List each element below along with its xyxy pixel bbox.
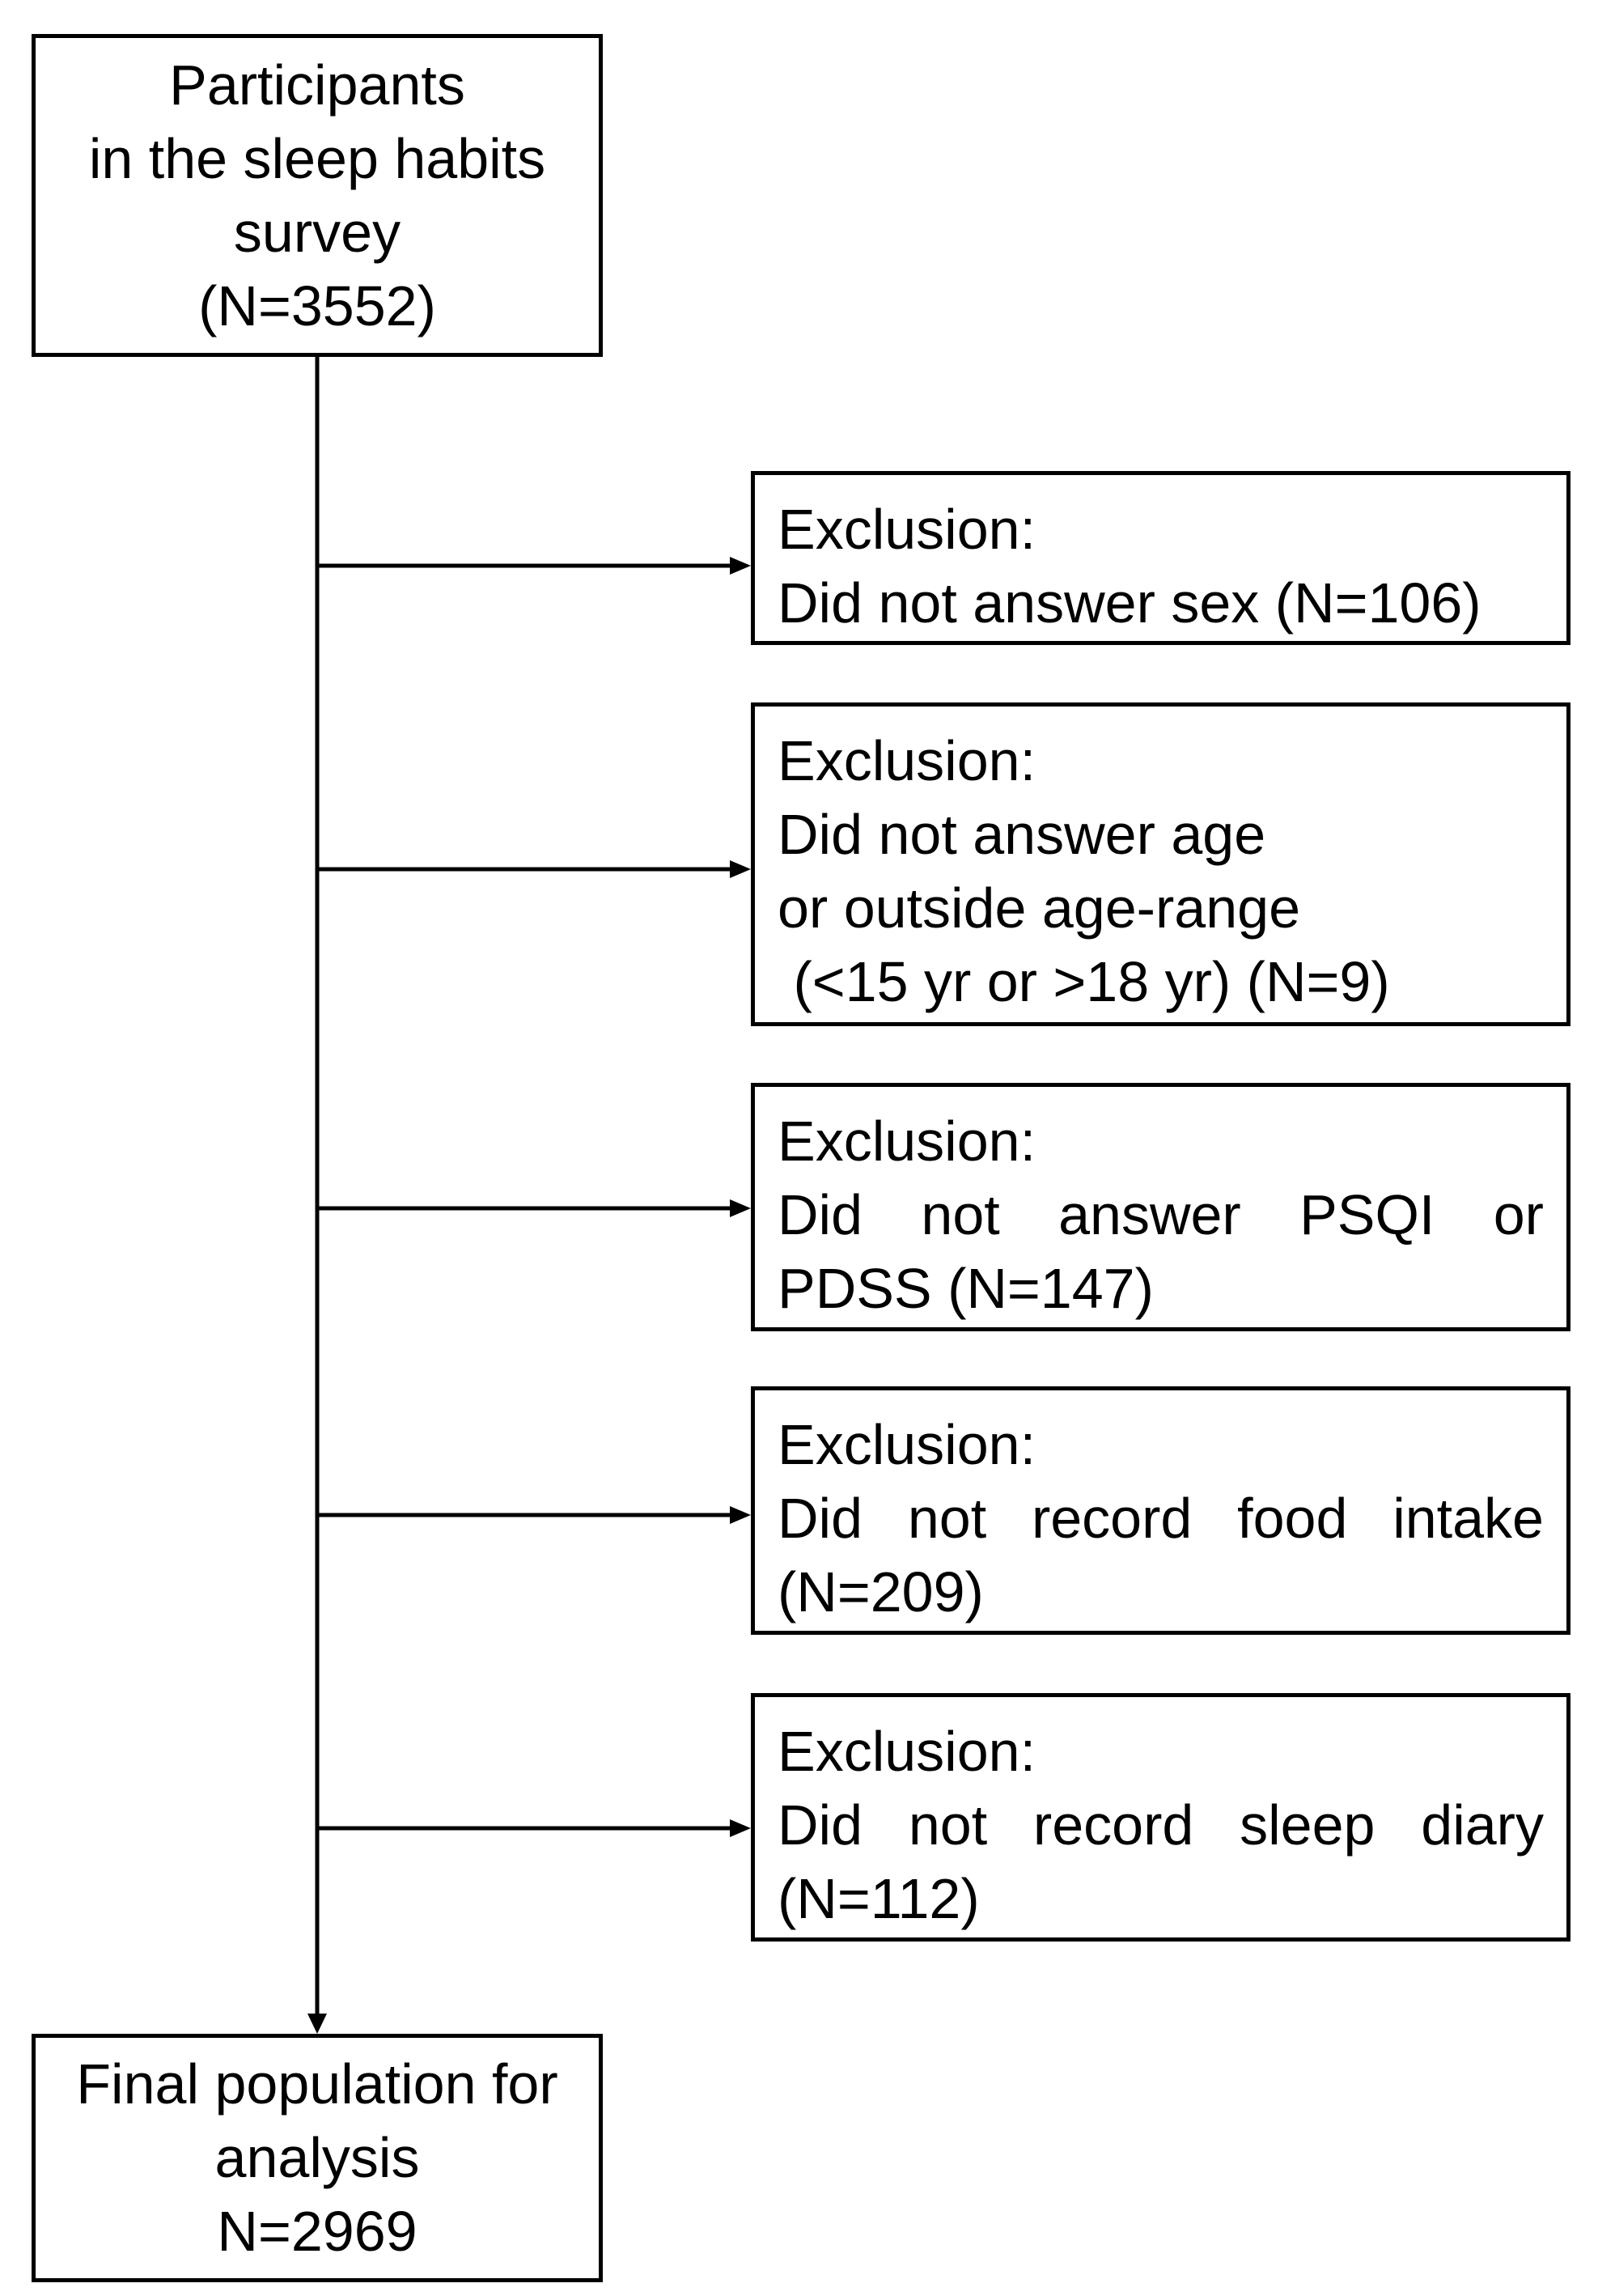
- participants-line-1: Participants: [169, 53, 465, 117]
- final-line-3: N=2969: [217, 2200, 418, 2263]
- exclusion-arrowhead-1: [730, 557, 751, 575]
- exclusion-line: Did not record food intake: [778, 1487, 1544, 1550]
- exclusion-arrowhead-3: [730, 1199, 751, 1217]
- exclusion-line: PDSS (N=147): [778, 1257, 1154, 1320]
- participants-box: Participants in the sleep habits survey …: [32, 34, 603, 357]
- participants-line-4: (N=3552): [198, 274, 436, 337]
- exclusion-box-sleep-diary: Exclusion: Did not record sleep diary (N…: [751, 1693, 1570, 1942]
- final-line-2: analysis: [214, 2126, 420, 2189]
- exclusion-line: Did not answer sex (N=106): [778, 571, 1481, 634]
- exclusion-box-age: Exclusion: Did not answer age or outside…: [751, 702, 1570, 1026]
- exclusion-line: (N=209): [778, 1560, 984, 1623]
- exclusion-line: (<15 yr or >18 yr) (N=9): [778, 950, 1390, 1013]
- participants-line-3: survey: [233, 200, 401, 264]
- final-population-box: Final population for analysis N=2969: [32, 2034, 603, 2282]
- exclusion-heading: Exclusion:: [778, 729, 1036, 792]
- exclusion-line: Did not record sleep diary: [778, 1793, 1544, 1857]
- exclusion-heading: Exclusion:: [778, 1110, 1036, 1173]
- final-line-1: Final population for: [76, 2052, 558, 2116]
- participants-line-2: in the sleep habits: [88, 126, 546, 190]
- exclusion-box-food-intake: Exclusion: Did not record food intake (N…: [751, 1386, 1570, 1635]
- exclusion-line: or outside age-range: [778, 876, 1300, 940]
- exclusion-heading: Exclusion:: [778, 1720, 1036, 1783]
- exclusion-arrowhead-2: [730, 860, 751, 878]
- exclusion-line: Did not answer age: [778, 803, 1266, 866]
- exclusion-heading: Exclusion:: [778, 498, 1036, 561]
- exclusion-arrowhead-5: [730, 1819, 751, 1837]
- exclusion-box-sex: Exclusion: Did not answer sex (N=106): [751, 471, 1570, 645]
- exclusion-line: (N=112): [778, 1867, 980, 1930]
- exclusion-box-psqi-pdss: Exclusion: Did not answer PSQI or PDSS (…: [751, 1083, 1570, 1331]
- main-flow-arrowhead: [307, 2014, 327, 2034]
- exclusion-line: Did not answer PSQI or: [778, 1183, 1544, 1246]
- exclusion-heading: Exclusion:: [778, 1413, 1036, 1476]
- exclusion-arrowhead-4: [730, 1506, 751, 1524]
